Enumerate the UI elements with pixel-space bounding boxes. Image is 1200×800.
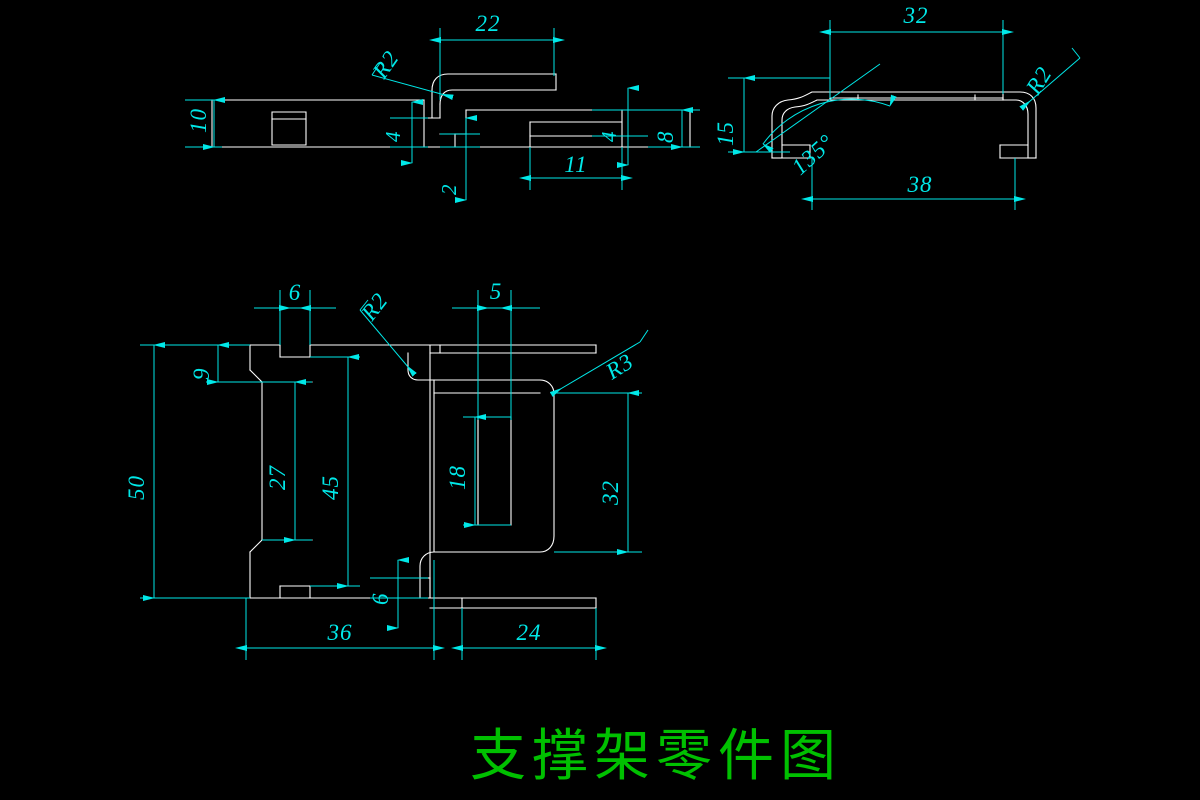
dimension-5: 5 bbox=[452, 279, 540, 420]
dimension-22: 22 bbox=[429, 11, 565, 100]
dimension-38: 38 bbox=[801, 158, 1026, 210]
dimension-r2-front: R2 bbox=[367, 46, 454, 100]
dimension-label-10: 10 bbox=[186, 108, 211, 133]
dimension-11: 11 bbox=[519, 147, 633, 190]
dimension-6-bottom: 6 bbox=[368, 557, 428, 631]
dimension-6-top: 6 bbox=[254, 280, 336, 345]
side-elevation-view: 32 15 135° 38 R2 bbox=[713, 3, 1081, 210]
dimension-24: 24 bbox=[451, 608, 607, 660]
dimension-10: 10 bbox=[185, 97, 225, 150]
dimension-label-135: 135° bbox=[787, 129, 839, 179]
dimension-label-45: 45 bbox=[318, 475, 343, 500]
plan-view-geometry bbox=[179, 344, 597, 609]
dimension-32-right: 32 bbox=[554, 390, 642, 555]
plan-view: 6 R2 5 R3 9 bbox=[124, 279, 649, 660]
dimension-label-r2-plan: R2 bbox=[356, 288, 393, 326]
dimension-label-24: 24 bbox=[517, 620, 542, 645]
dimension-label-r2-front: R2 bbox=[367, 46, 404, 84]
dimension-r3: R3 bbox=[549, 329, 649, 397]
dimension-label-r2-side: R2 bbox=[1021, 62, 1057, 99]
dimension-label-32-top: 32 bbox=[903, 3, 929, 28]
dimension-32-top: 32 bbox=[819, 3, 1014, 98]
dimension-8: 8 bbox=[648, 107, 700, 150]
dimension-label-5: 5 bbox=[490, 279, 503, 304]
dimension-135-degrees: 135° bbox=[755, 63, 897, 180]
dimension-4-left: 4 bbox=[381, 99, 428, 166]
dimension-label-27: 27 bbox=[265, 465, 290, 491]
dimension-18: 18 bbox=[445, 414, 511, 528]
dimension-45: 45 bbox=[310, 354, 360, 589]
dimension-label-4-right: 4 bbox=[597, 131, 621, 142]
dimension-label-15: 15 bbox=[713, 121, 738, 146]
drawing-title: 支撑架零件图 bbox=[470, 724, 842, 789]
dimension-27: 27 bbox=[262, 379, 312, 543]
dimension-label-18: 18 bbox=[445, 465, 470, 490]
dimension-36: 36 bbox=[235, 560, 445, 660]
dimension-r2-side: R2 bbox=[1019, 47, 1081, 111]
dimension-label-22: 22 bbox=[476, 11, 501, 36]
dimension-label-50: 50 bbox=[124, 475, 149, 500]
dimension-label-8: 8 bbox=[653, 131, 678, 144]
dimension-2: 2 bbox=[437, 115, 480, 203]
dimension-label-32-right: 32 bbox=[598, 480, 623, 506]
dimension-r2-plan: R2 bbox=[356, 288, 417, 377]
dimension-label-6-top: 6 bbox=[289, 280, 302, 305]
dimension-label-36: 36 bbox=[327, 620, 353, 645]
dimension-label-6-bottom: 6 bbox=[368, 593, 393, 606]
dimension-15: 15 bbox=[713, 75, 830, 155]
dimension-50: 50 bbox=[124, 342, 250, 601]
dimension-label-38: 38 bbox=[907, 172, 933, 197]
dimension-label-4-left: 4 bbox=[381, 131, 405, 142]
dimension-4-right: 4 bbox=[592, 85, 648, 168]
dimension-label-r3: R3 bbox=[601, 348, 638, 384]
dimension-label-11: 11 bbox=[564, 152, 587, 177]
dimension-label-9: 9 bbox=[189, 368, 214, 381]
dimension-label-2: 2 bbox=[437, 184, 461, 195]
front-elevation-view: 10 22 R2 4 2 bbox=[185, 11, 700, 203]
